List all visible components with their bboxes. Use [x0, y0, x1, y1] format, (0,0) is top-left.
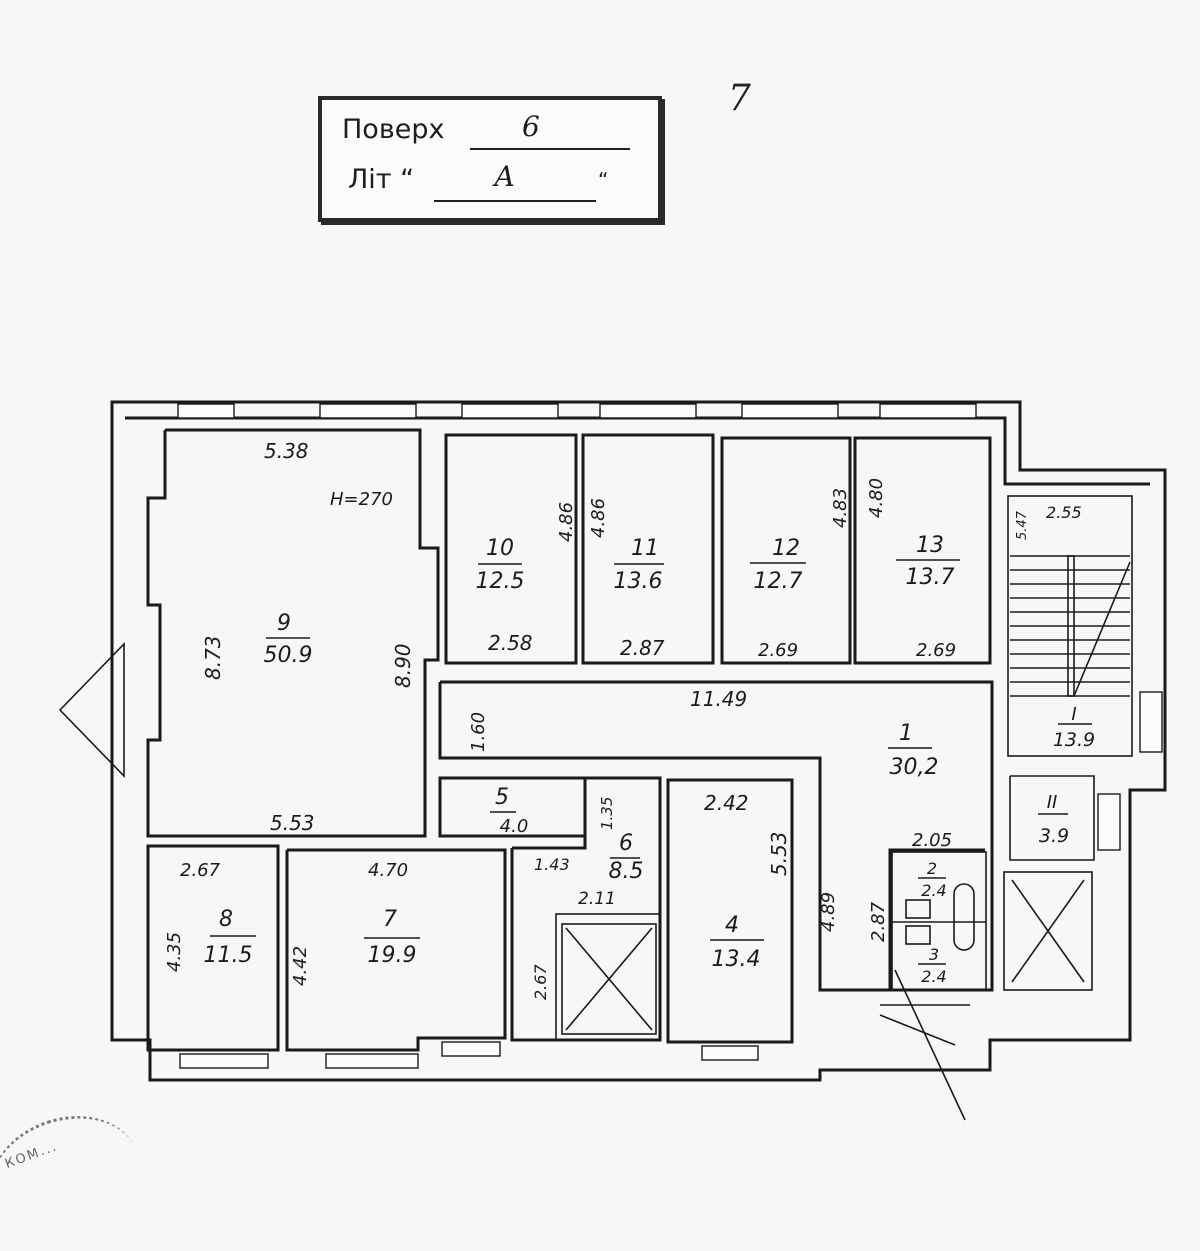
room-9 [146, 428, 440, 838]
entrance-canopy [58, 642, 125, 778]
room-1-number: 1 [899, 721, 913, 746]
letter-value: А [494, 160, 516, 193]
room-11-number: 11 [631, 536, 659, 561]
dim-8-side: 4.35 [164, 932, 185, 972]
dim-1-side: 4.89 [818, 892, 839, 932]
dim-10-bottom: 2.58 [488, 631, 533, 655]
dim-13-side: 4.80 [866, 478, 887, 518]
room-10-area: 12.5 [476, 569, 525, 594]
room-6-area: 8.5 [609, 859, 644, 884]
room-labels: H=270 9 50.9 10 12.5 11 13.6 12 12.7 13 … [204, 489, 1096, 986]
room-II-area: 3.9 [1039, 825, 1069, 847]
letter-label: Літ “ [348, 164, 415, 195]
plan-drawing: H=270 9 50.9 10 12.5 11 13.6 12 12.7 13 … [58, 400, 1167, 1121]
room-6 [510, 776, 662, 1042]
room-II-and-lift [1003, 775, 1095, 991]
room-4-number: 4 [725, 913, 739, 938]
room-8-number: 8 [219, 907, 233, 932]
dim-13-bottom: 2.69 [916, 640, 956, 661]
floor-value: 6 [522, 110, 540, 143]
page-number: 7 [728, 78, 751, 119]
letter-underline [434, 200, 596, 202]
dimension-labels: 5.38 8.73 8.90 5.53 4.86 2.58 4.86 2.87 … [164, 439, 1082, 1000]
room-13-area: 13.7 [906, 565, 955, 590]
dim-1-length: 11.49 [690, 687, 747, 711]
dim-4-side: 5.53 [767, 831, 791, 876]
room-7-number: 7 [383, 907, 397, 932]
dim-12-bottom: 2.69 [758, 640, 798, 661]
dim-1-width: 1.60 [468, 712, 489, 752]
dim-9-right: 8.90 [391, 643, 415, 688]
rooms-2-3 [891, 851, 987, 991]
room-1-area: 30,2 [890, 755, 939, 780]
room-I-area: 13.9 [1053, 729, 1095, 751]
room-8 [146, 844, 280, 1052]
dim-8-top: 2.67 [180, 860, 221, 881]
room-3-area: 2.4 [921, 967, 946, 986]
dim-9-bottom: 5.53 [270, 811, 315, 835]
room-9-number: 9 [277, 611, 291, 636]
floor-plan-sheet: Поверх 6 Літ “ А “ 7 КОМ... [0, 78, 1167, 1251]
room-II-number: II [1047, 792, 1058, 813]
room-4 [666, 778, 794, 1044]
letter-close-quote: “ [598, 168, 609, 192]
rooms-10-13 [444, 433, 992, 665]
room-2-number: 2 [927, 859, 937, 878]
dim-11-side: 4.86 [588, 498, 609, 538]
ceiling-height: H=270 [330, 489, 393, 510]
room-7-area: 19.9 [368, 943, 417, 968]
lower-stair [879, 969, 970, 1121]
floor-label: Поверх [342, 114, 445, 145]
room-9-area: 50.9 [264, 643, 313, 668]
dim-7-side: 4.42 [290, 946, 311, 986]
dim-5-side: 1.35 [598, 797, 616, 830]
dim-7-top: 4.70 [368, 860, 408, 881]
room-I-number: I [1071, 704, 1076, 725]
dim-I-side: 5.47 [1015, 510, 1030, 540]
dim-4-top: 2.42 [704, 791, 749, 815]
room-12-area: 12.7 [754, 569, 803, 594]
dim-2-side: 2.87 [868, 901, 889, 942]
floor-underline [470, 148, 630, 150]
stairwell-I [1007, 495, 1133, 757]
floor-title-box: Поверх 6 Літ “ А “ [318, 96, 662, 222]
room-10-number: 10 [486, 536, 514, 561]
dim-I-top: 2.55 [1046, 503, 1082, 522]
room-7 [285, 848, 507, 1052]
room-5-area: 4.0 [500, 816, 529, 837]
room-12-number: 12 [772, 536, 800, 561]
room-13-number: 13 [916, 533, 944, 558]
dim-9-left: 8.73 [201, 635, 225, 680]
dim-12-side: 4.83 [830, 488, 851, 528]
dim-11-bottom: 2.87 [620, 636, 665, 660]
dim-6-a: 1.43 [534, 855, 570, 874]
windows [177, 403, 1163, 1069]
outer-walls [58, 400, 1167, 1082]
dim-1-bath: 2.05 [912, 830, 952, 851]
room-6-number: 6 [619, 831, 633, 856]
room-8-area: 11.5 [204, 943, 253, 968]
dim-9-top: 5.38 [264, 439, 309, 463]
dim-10-side: 4.86 [556, 502, 577, 542]
room-3-number: 3 [929, 945, 939, 964]
dim-6-c: 2.67 [531, 964, 550, 1000]
room-4-area: 13.4 [712, 947, 761, 972]
dim-6-b: 2.11 [578, 889, 616, 909]
room-5-number: 5 [495, 785, 509, 810]
room-2-area: 2.4 [921, 881, 946, 900]
room-11-area: 13.6 [614, 569, 663, 594]
